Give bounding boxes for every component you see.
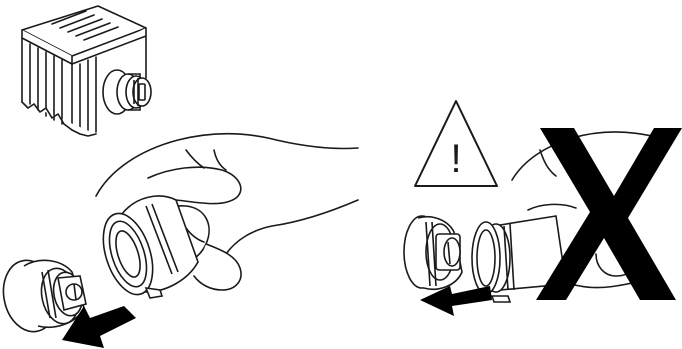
valve-adapter-removed-icon	[403, 215, 463, 290]
warning-symbol: !	[450, 137, 461, 181]
cross-mark-icon	[536, 128, 682, 300]
arrow-icon	[62, 306, 136, 348]
valve-adapter-icon	[102, 69, 152, 115]
thermostat-head-icon	[102, 195, 199, 299]
radiator-icon	[21, 5, 147, 137]
valve-adapter-removed-icon	[2, 259, 87, 333]
warning-triangle-icon: !	[414, 100, 498, 187]
arrow-icon	[420, 286, 492, 316]
